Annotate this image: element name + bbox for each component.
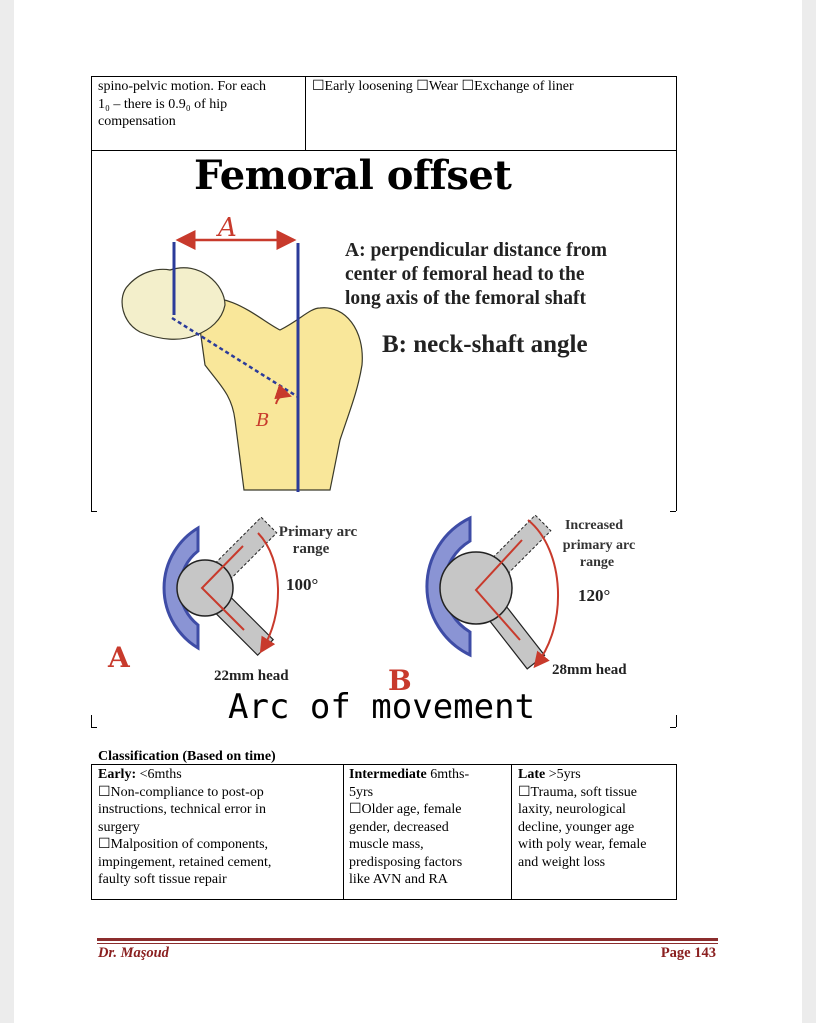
def-a-line-2: center of femoral head to the — [345, 264, 585, 285]
arc-label-a-2: range — [293, 541, 330, 557]
angle-b: 120° — [578, 586, 610, 605]
classification-intermediate: Intermediate 6mths- 5yrs ☐Older age, fem… — [349, 766, 509, 889]
intermediate-line-4: muscle mass, — [349, 837, 424, 852]
figure-left-edge-2 — [91, 715, 92, 727]
classification-late: Late >5yrs ☐Trauma, soft tissue laxity, … — [518, 766, 674, 871]
intermediate-line-2: ☐Older age, female — [349, 802, 462, 817]
arc-label-b-2: primary arc — [563, 538, 635, 553]
arc-label-b-3: range — [580, 555, 614, 570]
classification-divider-1 — [343, 764, 344, 900]
arc-arrow-a — [257, 532, 279, 654]
figure-left-tick — [91, 511, 97, 512]
figure-right-tick — [670, 511, 676, 512]
late-heading: Late — [518, 767, 546, 782]
early-heading: Early: — [98, 767, 137, 782]
early-line-1: ☐Non-compliance to post-op — [98, 784, 264, 800]
top-left-line-2: 1₀ – there is 0.9₀ of hip — [98, 96, 228, 112]
footer-author: Dr. Maşoud — [98, 945, 169, 961]
classification-divider-2 — [511, 764, 512, 900]
figure-left-edge — [91, 151, 92, 511]
classification-early: Early: <6mths ☐Non-compliance to post-op… — [98, 766, 340, 889]
angle-a: 100° — [286, 575, 318, 594]
figure-right-edge-2 — [676, 715, 677, 727]
classification-caption: Classification (Based on time) — [98, 748, 276, 766]
arc-arrow-b — [527, 519, 559, 669]
neck-axis-line — [171, 316, 299, 399]
intermediate-heading: Intermediate — [349, 767, 427, 782]
footer-rule-thin — [97, 943, 718, 944]
early-line-6: faulty soft tissue repair — [98, 872, 227, 887]
head-a — [176, 559, 234, 617]
early-line-5: impingement, retained cement, — [98, 854, 272, 870]
top-table — [91, 76, 677, 151]
def-a-line-3: long axis of the femoral shaft — [345, 288, 587, 309]
def-a-line-1: A: perpendicular distance from — [345, 240, 607, 261]
late-value: >5yrs — [545, 767, 581, 782]
offset-label-a: A — [216, 213, 237, 243]
center-line-b — [474, 539, 523, 641]
femoral-offset-title: Femoral offset — [194, 152, 512, 199]
early-line-2: instructions, technical error in — [98, 802, 266, 817]
intermediate-line-1: 5yrs — [349, 784, 374, 800]
early-value: <6mths — [136, 767, 182, 782]
letter-b: B — [388, 664, 412, 697]
neck-shaft-angle-arc — [274, 383, 292, 405]
classification-caption-text: Classification (Based on time) — [98, 749, 276, 764]
late-line-4: with poly wear, female — [518, 837, 647, 852]
center-line-a — [200, 545, 245, 631]
arc-of-movement-title: Arc of movement — [228, 687, 536, 727]
late-line-1: ☐Trauma, soft tissue — [518, 784, 637, 800]
head-size-b: 28mm head — [552, 662, 627, 678]
figure-left-tick-2 — [91, 727, 97, 728]
top-left-line-1: spino-pelvic motion. For each — [98, 79, 266, 94]
head-size-a: 22mm head — [214, 668, 289, 684]
letter-a: A — [107, 641, 131, 674]
early-line-4: ☐Malposition of components, — [98, 837, 269, 852]
intermediate-line-3: gender, decreased — [349, 819, 449, 835]
late-line-2: laxity, neurological — [518, 802, 626, 817]
top-left-line-3: compensation — [98, 114, 176, 129]
femoral-offset-definition-a: A: perpendicular distance from center of… — [345, 239, 607, 311]
footer-rule-thick — [97, 938, 718, 941]
arc-label-b-1: Increased — [565, 518, 623, 533]
top-table-right-cell: ☐Early loosening ☐Wear ☐Exchange of line… — [312, 79, 574, 94]
late-line-5: and weight loss — [518, 854, 606, 870]
classification-table — [91, 764, 677, 900]
top-table-divider — [305, 76, 306, 151]
angle-label-b: B — [255, 410, 269, 431]
arc-label-a-1: Primary arc — [279, 524, 358, 540]
intermediate-line-6: like AVN and RA — [349, 872, 448, 887]
intermediate-line-5: predisposing factors — [349, 854, 463, 870]
intermediate-value: 6mths- — [426, 767, 470, 782]
figure-right-edge — [676, 151, 677, 511]
footer-page-number: Page 143 — [660, 945, 716, 961]
figure-right-tick-2 — [670, 727, 676, 728]
femoral-offset-definition-b: B: neck-shaft angle — [382, 331, 588, 358]
early-line-3: surgery — [98, 819, 140, 835]
top-table-left-cell: spino-pelvic motion. For each 1₀ – there… — [98, 78, 303, 131]
late-line-3: decline, younger age — [518, 819, 635, 835]
